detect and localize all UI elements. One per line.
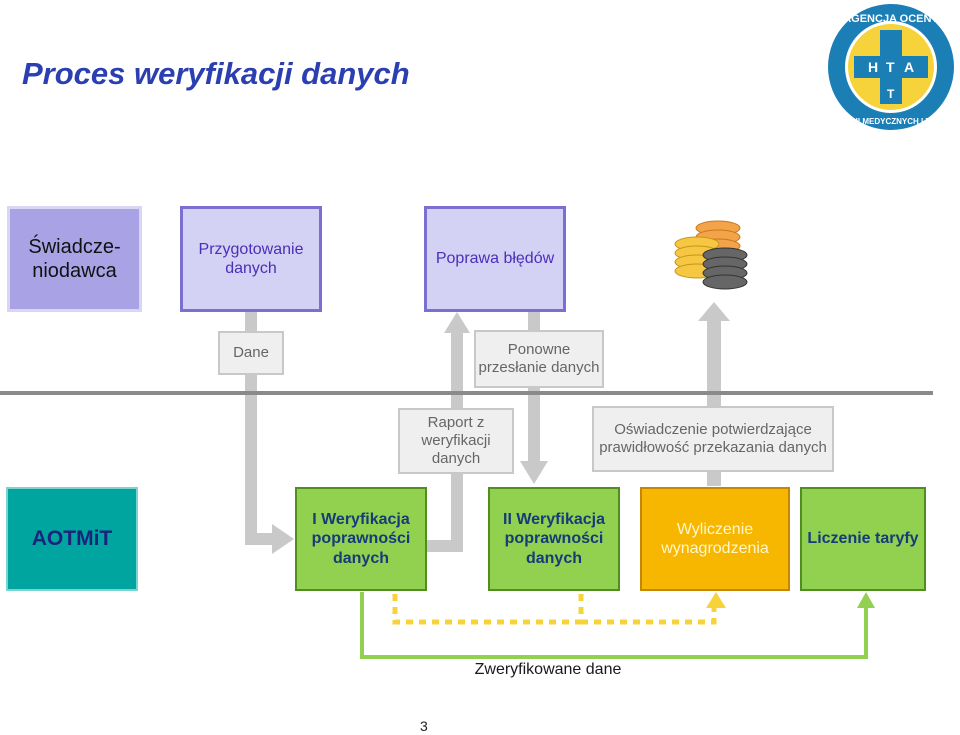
arrowhead-right (272, 524, 294, 554)
arrowhead-down (520, 461, 548, 484)
data-label: Dane (218, 331, 284, 375)
page-number: 3 (420, 718, 428, 734)
report-label: Raport z weryfikacji danych (398, 408, 514, 474)
hta-logo: AGENCJA OCENY H T A T TECHNOLOGII MEDYCZ… (824, 4, 958, 130)
provider-box: Świadcze-niodawca (7, 206, 142, 312)
verified-data-text: Zweryfikowane dane (474, 661, 622, 678)
svg-text:T: T (887, 87, 895, 101)
arrowhead-up (444, 312, 470, 333)
fix-box: Poprawa błędów (424, 206, 566, 312)
resend-label: Ponowne przesłanie danych (474, 330, 604, 388)
verified-data-label: Zweryfikowane dane (0, 661, 960, 679)
svg-text:T: T (886, 59, 895, 75)
statement-label: Oświadczenie potwierdzające prawidłowość… (592, 406, 834, 472)
arrowhead-up (698, 302, 730, 321)
page-title: Proces weryfikacji danych (22, 56, 410, 91)
svg-text:AGENCJA OCENY: AGENCJA OCENY (843, 13, 939, 25)
svg-text:A: A (904, 59, 914, 75)
flow-arrow-right (245, 533, 273, 545)
tariff-box: Liczenie taryfy (800, 487, 926, 591)
remuneration-box: Wyliczenie wynagrodzenia (640, 487, 790, 591)
svg-text:H: H (868, 59, 878, 75)
verification-1-box: I Weryfikacja poprawności danych (295, 487, 427, 591)
prep-box: Przygotowanie danych (180, 206, 322, 312)
coins-icon (674, 220, 748, 290)
svg-text:TECHNOLOGII MEDYCZNYCH I TARYF: TECHNOLOGII MEDYCZNYCH I TARYFIKACJI (824, 117, 958, 126)
aotmit-box: AOTMiT (6, 487, 138, 591)
verification-2-box: II Weryfikacja poprawności danych (488, 487, 620, 591)
section-separator (0, 391, 933, 395)
